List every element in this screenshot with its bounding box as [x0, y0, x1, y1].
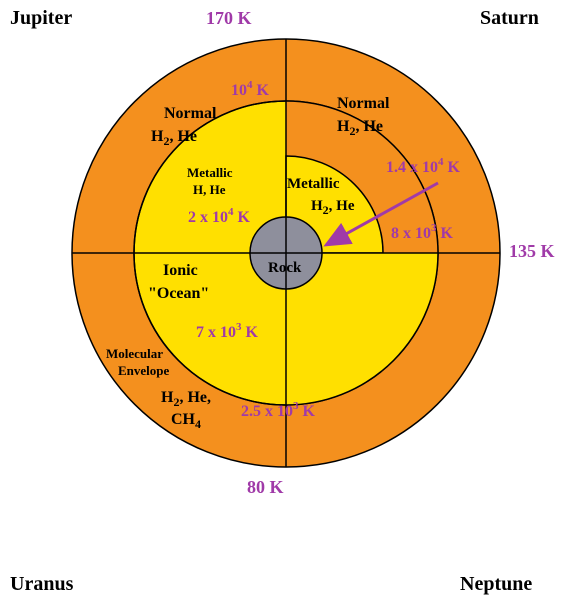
saturn-core-temp: 1.4 x 104 K [386, 156, 461, 176]
saturn-boundary-temp: 8 x 103 K [391, 222, 454, 242]
core-temperature-arrow [323, 181, 439, 247]
neptune-boundary-temp: 2.5 x 103 K [241, 400, 316, 420]
ionic-ocean-line1: Ionic [163, 262, 198, 279]
saturn-metallic-line1: Metallic [287, 176, 340, 192]
neptune-ocean-quadrant [286, 253, 438, 405]
ice-giant-surface-temp: 80 K [247, 477, 284, 497]
jupiter-normal-line2: H2, He [151, 128, 197, 148]
planet-uranus-label: Uranus [10, 573, 74, 595]
jupiter-interior-temp: 2 x 104 K [188, 206, 251, 226]
planet-jupiter-label: Jupiter [10, 7, 72, 29]
planet-saturn-label: Saturn [480, 7, 539, 29]
saturn-metallic-line2: H2, He [311, 198, 355, 217]
uranus-ocean-temp: 7 x 103 K [196, 321, 259, 341]
ionic-ocean-line2: "Ocean" [148, 285, 209, 302]
molecular-envelope-line1: Molecular [106, 346, 163, 361]
rock-core-label: Rock [268, 260, 302, 276]
jupiter-metallic-line1: Metallic [187, 165, 233, 180]
jupiter-normal-line1: Normal [164, 105, 217, 122]
saturn-surface-temp: 135 K [509, 241, 555, 261]
molecular-envelope-line2: Envelope [118, 363, 170, 378]
jupiter-surface-temp: 170 K [206, 8, 252, 28]
jupiter-boundary-temp: 104 K [231, 79, 270, 99]
ice-gas-line2: CH4 [171, 411, 201, 431]
saturn-normal-line2: H2, He [337, 118, 383, 138]
ice-gas-line1: H2, He, [161, 389, 211, 409]
saturn-normal-line1: Normal [337, 95, 390, 112]
jupiter-metallic-line2: H, He [193, 182, 226, 197]
planet-neptune-label: Neptune [460, 573, 532, 595]
